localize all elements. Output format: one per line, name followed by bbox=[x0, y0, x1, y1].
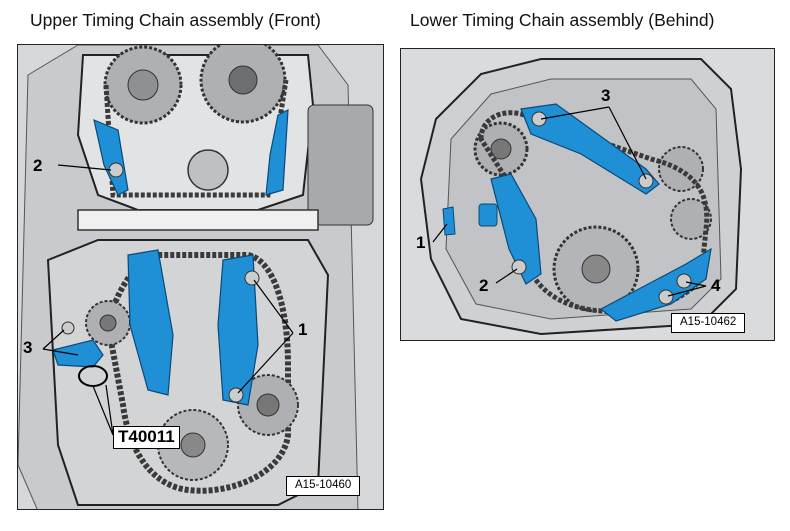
figure-id-label: A15-10460 bbox=[286, 476, 361, 496]
upper-timing-chain-drawing bbox=[18, 45, 383, 509]
callout-2: 2 bbox=[479, 276, 489, 295]
callout-1: 1 bbox=[416, 233, 426, 252]
callout-4: 4 bbox=[711, 276, 721, 295]
upper-timing-chain-illustration: 2 1 3 T40011 A15-10460 bbox=[17, 44, 384, 510]
figure-id-label: A15-10462 bbox=[671, 313, 746, 333]
right-diagram-heading: Lower Timing Chain assembly (Behind) bbox=[410, 10, 715, 30]
lower-timing-chain-illustration: 3 1 2 4 A15-10462 bbox=[400, 48, 775, 341]
special-tool-label: T40011 bbox=[113, 426, 180, 449]
left-diagram-heading: Upper Timing Chain assembly (Front) bbox=[30, 10, 321, 30]
lower-timing-chain-drawing bbox=[401, 49, 774, 340]
callout-3: 3 bbox=[23, 338, 33, 357]
callout-2: 2 bbox=[33, 156, 43, 175]
callout-3: 3 bbox=[601, 86, 611, 105]
callout-1: 1 bbox=[298, 320, 308, 339]
